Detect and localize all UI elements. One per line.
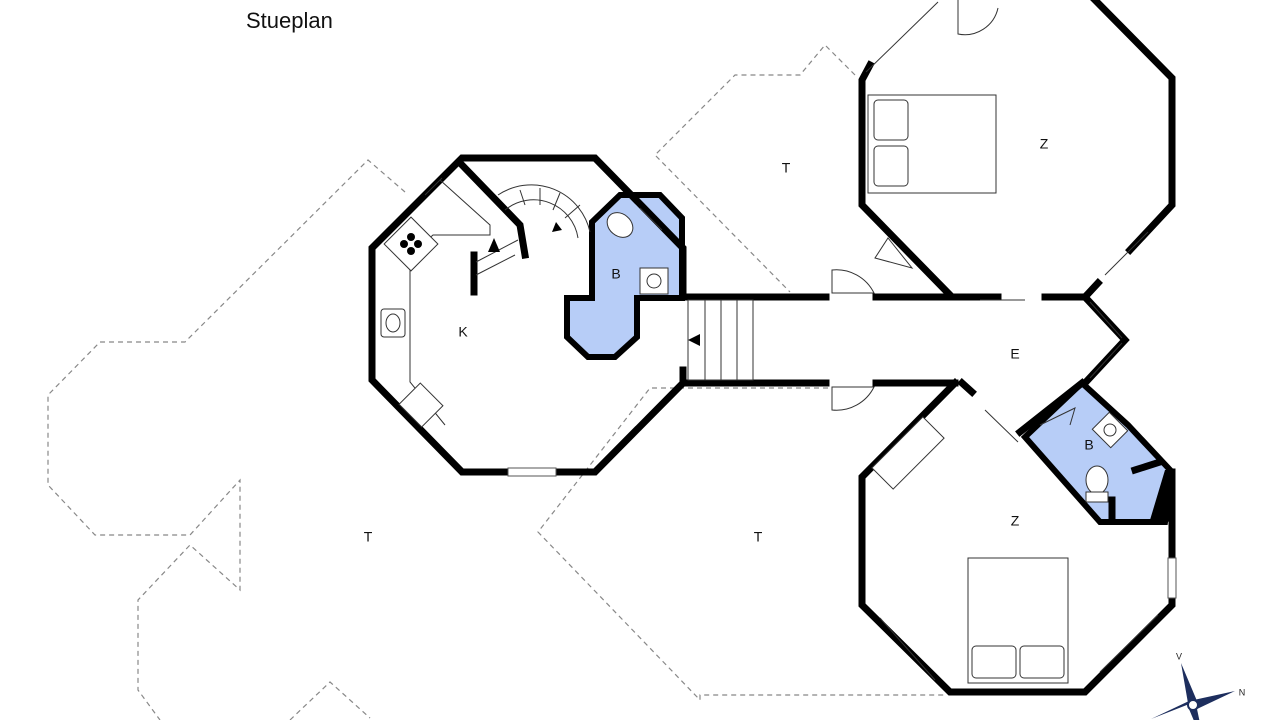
plan-title: Stueplan — [246, 8, 333, 33]
window-bedroom-bottom-right — [1099, 614, 1159, 673]
compass-needle-north — [1189, 691, 1235, 709]
room-label-terrace-left: T — [364, 529, 373, 545]
stairs — [475, 184, 754, 381]
compass-label-west: V — [1176, 651, 1182, 661]
pillow-bottom-2 — [1019, 645, 1065, 679]
bedroom-top-wall-right — [1090, 0, 1176, 255]
pillow-top-1 — [873, 99, 909, 141]
kitchen-wall — [368, 154, 687, 476]
bedroom-furniture — [867, 94, 1069, 684]
compass-label-north: N — [1239, 687, 1246, 697]
kitchen-sink — [380, 308, 406, 338]
window-kitchen-top-left — [424, 177, 443, 196]
door-bath-lower — [1039, 407, 1076, 426]
room-label-bath-upper: B — [611, 266, 620, 282]
compass-needle-south — [1151, 701, 1197, 719]
window-bath-upper — [639, 207, 663, 231]
compass-center — [1187, 699, 1199, 711]
door-terrace-top — [831, 269, 875, 294]
window-entrance-right-1 — [1089, 301, 1123, 339]
room-label-bedroom-bottom: Z — [1011, 513, 1020, 529]
room-labels: K B B Z Z E T T T — [364, 136, 1094, 545]
pillow-top-2 — [873, 145, 909, 187]
terrace-center-outline — [537, 387, 945, 702]
room-label-bath-lower: B — [1084, 437, 1093, 453]
bedroom-top-wall — [858, 60, 955, 300]
terrace-top-outline — [654, 44, 856, 293]
fridge — [398, 382, 444, 428]
pillow-bottom-1 — [971, 645, 1017, 679]
stair-wall — [457, 160, 530, 260]
stove-burner-2 — [414, 240, 422, 248]
bedroom-bottom-wall — [858, 378, 1176, 696]
stove — [383, 216, 439, 272]
spiral-stair — [497, 184, 591, 233]
walls — [368, 0, 1176, 696]
stair-arrow-spiral-2 — [552, 222, 562, 232]
bath-lower-wall-corner — [1150, 470, 1175, 522]
door-bedroom-bottom — [984, 409, 1019, 443]
bath-upper-area — [564, 192, 685, 360]
door-terrace-bottom — [831, 386, 875, 411]
bath-lower-partition-2 — [1130, 457, 1165, 475]
room-label-bedroom-top: Z — [1040, 136, 1049, 152]
terrace-left-inner — [289, 681, 371, 720]
bath-lower-wall-inner — [1015, 378, 1087, 437]
room-label-terrace-top: T — [782, 160, 791, 176]
doors — [831, 0, 1076, 443]
window-bedroom-right — [1167, 557, 1177, 599]
bedroom-bottom-wall-entry — [957, 378, 977, 397]
bath-fixtures — [606, 212, 1175, 522]
toilet-lower — [1085, 465, 1109, 495]
compass-rose: N V — [1151, 651, 1245, 720]
stove-burner-3 — [407, 233, 415, 241]
stair-arrow-entrance — [688, 334, 700, 346]
stove-burner-4 — [407, 247, 415, 255]
window-bedroom-top-right — [1104, 231, 1149, 276]
basin-lower — [1091, 411, 1129, 449]
door-bedroom-top — [957, 0, 999, 36]
stove-burner-1 — [400, 240, 408, 248]
stair-arrow-spiral — [488, 238, 500, 252]
room-label-kitchen: K — [458, 324, 468, 340]
compass-needle-west — [1181, 663, 1197, 709]
kitchen-fixtures — [380, 179, 491, 428]
window-kitchen-bottom — [507, 467, 557, 477]
wardrobe-bottom — [871, 416, 945, 490]
kitchen-counter — [409, 179, 491, 426]
window-entrance-right-2 — [1089, 342, 1123, 379]
basin-upper — [639, 267, 669, 295]
entrance-wall-right — [1080, 292, 1130, 388]
room-label-entrance: E — [1010, 346, 1019, 362]
window-bedroom-bottom-left — [879, 617, 936, 681]
door-bedroom-top-inner — [874, 237, 914, 269]
room-label-terrace-center: T — [754, 529, 763, 545]
toilet-upper — [606, 212, 634, 238]
windows — [424, 1, 1177, 681]
window-bedroom-top-left — [865, 1, 939, 73]
terrace-left-outline — [47, 159, 406, 720]
